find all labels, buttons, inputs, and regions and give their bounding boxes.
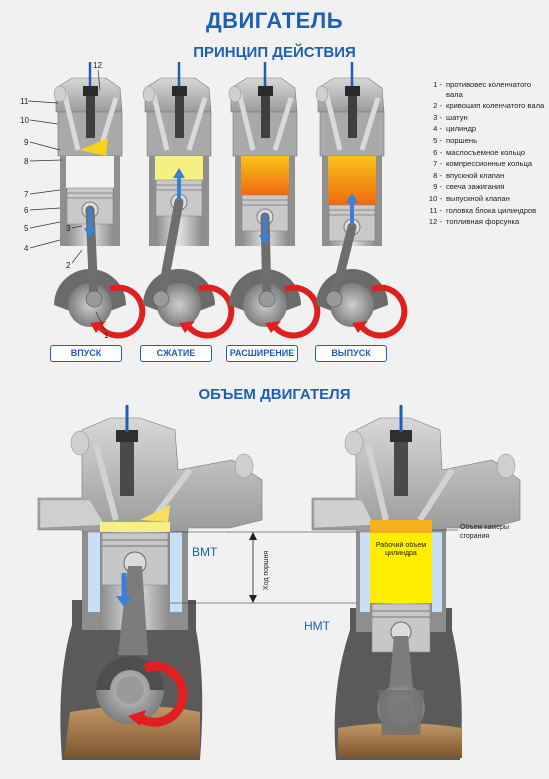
- legend-text: кривошип коленчатого вала: [446, 101, 545, 111]
- legend-number: 6 -: [433, 147, 442, 157]
- legend-item: 12 - топливная форсунка: [424, 217, 546, 227]
- legend-number: 1 -: [433, 80, 442, 89]
- legend-number: 2 -: [433, 101, 442, 111]
- legend-text: противовес коленчатого вала: [446, 80, 532, 99]
- legend-item: 9 - свеча зажигания: [424, 182, 546, 192]
- part-number-3: 3: [66, 224, 71, 233]
- chamber-volume-text: Объем камеры сгорания: [460, 524, 509, 540]
- legend-item: 10 - выпускной клапан: [424, 194, 546, 204]
- legend-number: 5 -: [433, 135, 442, 145]
- part-number-10: 10: [20, 116, 29, 125]
- legend-text: поршень: [446, 135, 478, 145]
- working-volume-text: Рабочий объем цилиндра: [375, 542, 427, 557]
- parts-legend: 1 - противовес коленчатого вала 2 - кривош…: [424, 80, 546, 229]
- legend-number: 4 -: [433, 124, 442, 134]
- part-number-1: 1: [104, 331, 109, 340]
- part-number-2: 2: [66, 261, 71, 270]
- stroke-label-power: РАСШИРЕНИЕ: [226, 345, 298, 362]
- main-title: ДВИГАТЕЛЬ: [205, 8, 344, 33]
- legend-text: топливная форсунка: [446, 217, 520, 227]
- legend-number: 7 -: [433, 159, 442, 169]
- nmt-label: НМТ: [304, 619, 331, 633]
- legend-text: компрессионные кольца: [446, 159, 533, 169]
- legend-item: 11 - головка блока цилиндров: [424, 206, 546, 216]
- principle-subtitle: ПРИНЦИП ДЕЙСТВИЯ: [193, 44, 356, 61]
- legend-item: 3 - шатун: [424, 113, 546, 123]
- part-number-12: 12: [93, 61, 102, 70]
- legend-number: 8 -: [433, 170, 442, 180]
- stroke-cylinder-exhaust: [315, 62, 408, 339]
- vmt-label: ВМТ: [192, 545, 218, 559]
- part-number-8: 8: [24, 157, 29, 166]
- part-number-7: 7: [24, 190, 29, 199]
- legend-text: выпускной клапан: [446, 193, 510, 203]
- legend-item: 6 - маслосъемное кольцо: [424, 148, 546, 158]
- legend-number: 11 -: [429, 205, 442, 215]
- stroke-cylinder-power: [228, 62, 321, 339]
- legend-text: шатун: [446, 112, 468, 122]
- legend-item: 4 - цилиндр: [424, 124, 546, 134]
- part-number-11: 11: [20, 97, 29, 106]
- legend-text: головка блока цилиндров: [446, 205, 537, 215]
- legend-number: 9 -: [433, 182, 442, 192]
- part-number-4: 4: [24, 244, 29, 253]
- legend-item: 8 - впускной клапан: [424, 171, 546, 181]
- volume-subtitle: ОБЪЕМ ДВИГАТЕЛЯ: [198, 386, 351, 403]
- legend-item: 5 - поршень: [424, 136, 546, 146]
- engine-right-nmt: [311, 405, 521, 760]
- stroke-dimension: [170, 531, 358, 604]
- part-number-9: 9: [24, 138, 29, 147]
- legend-text: свеча зажигания: [446, 182, 505, 192]
- stroke-cylinder-compression: [142, 62, 235, 339]
- stroke-length-label: Ход поршня: [263, 551, 270, 590]
- stroke-label-compression: СЖАТИЕ: [140, 345, 212, 362]
- stroke-cylinder-intake: [53, 62, 146, 339]
- legend-item: 1 - противовес коленчатого вала: [424, 80, 546, 99]
- engine-left-bmt: [37, 405, 263, 760]
- legend-number: 3 -: [433, 112, 442, 122]
- legend-item: 7 - компрессионные кольца: [424, 159, 546, 169]
- stroke-label-exhaust: ВЫПУСК: [315, 345, 387, 362]
- legend-item: 2 - кривошип коленчатого вала: [424, 101, 546, 111]
- legend-number: 10 -: [428, 193, 442, 203]
- stroke-label-intake: ВПУСК: [50, 345, 122, 362]
- legend-number: 12 -: [428, 217, 442, 227]
- part-number-5: 5: [24, 224, 29, 233]
- legend-text: цилиндр: [446, 124, 477, 134]
- legend-text: впускной клапан: [446, 170, 505, 180]
- legend-text: маслосъемное кольцо: [446, 147, 526, 157]
- part-number-6: 6: [24, 206, 29, 215]
